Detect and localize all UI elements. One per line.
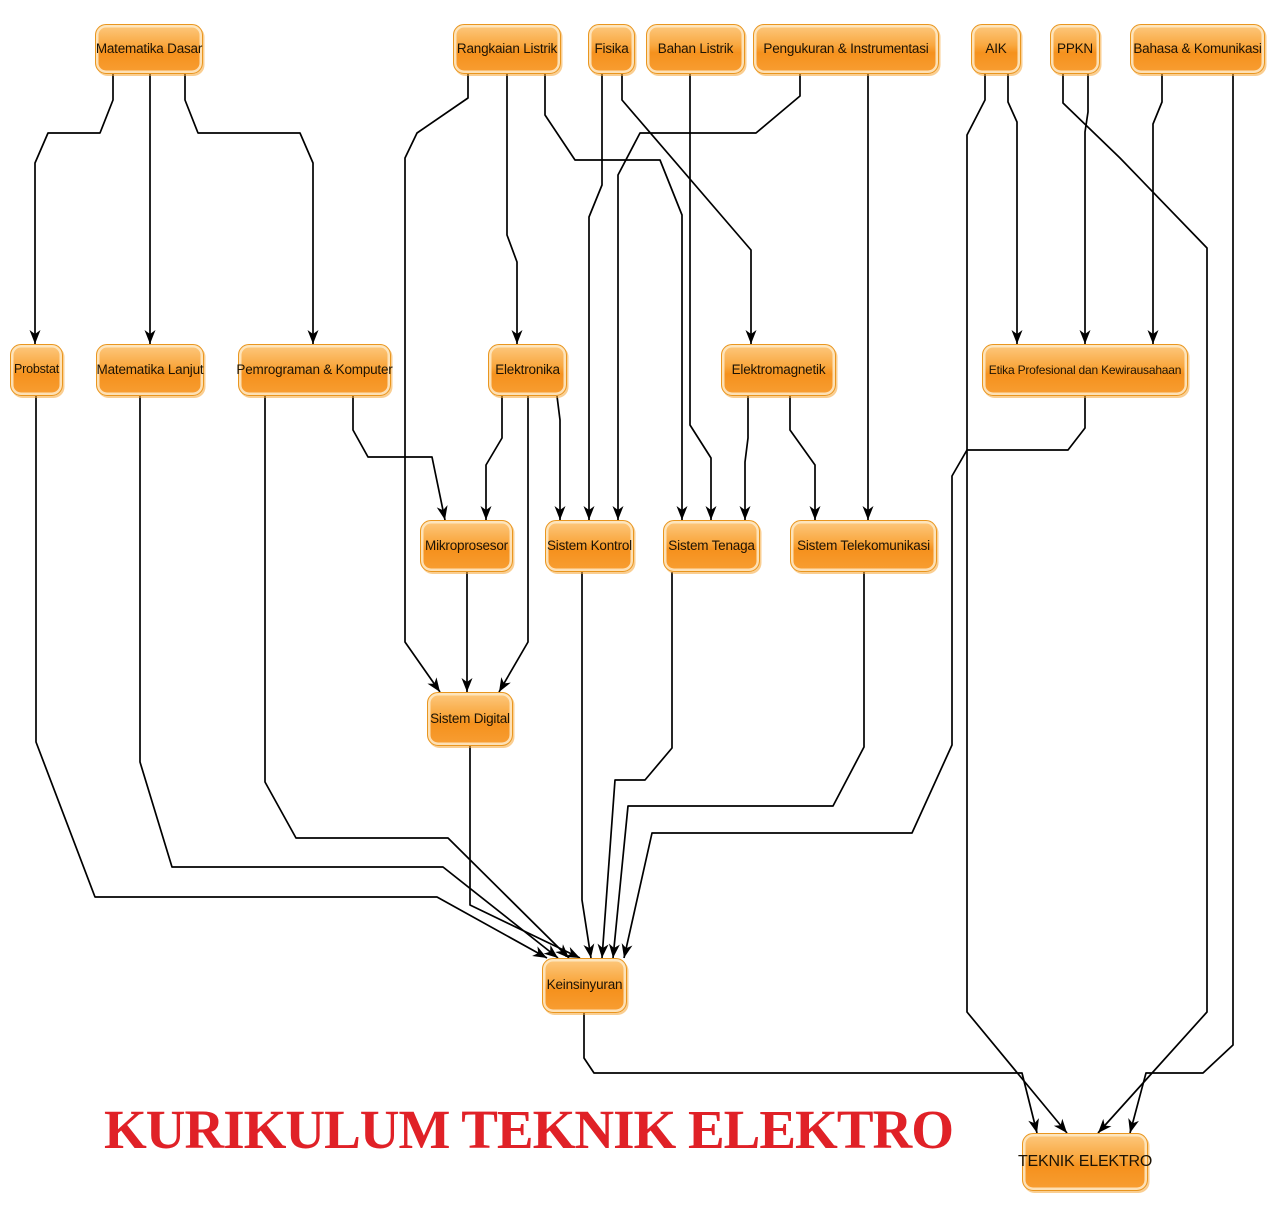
node-aik: AIK [971, 24, 1021, 74]
edge-sistem-telekomunikasi-to-keinsinyuran [608, 572, 865, 959]
edge-bahasa-komunikasi-to-etika-profesional [1147, 74, 1163, 344]
node-etika-profesional: Etika Profesional dan Kewirausahaan [982, 344, 1188, 396]
node-sistem-telekomunikasi: Sistem Telekomunikasi [790, 520, 937, 572]
node-sistem-kontrol: Sistem Kontrol [545, 520, 634, 572]
edge-pengukuran-instrumentasi-to-sistem-kontrol [612, 74, 801, 520]
node-bahasa-komunikasi: Bahasa & Komunikasi [1130, 24, 1265, 74]
edge-bahasa-komunikasi-to-teknik-elektro [1128, 74, 1234, 1134]
edge-ppkn-to-etika-profesional [1079, 74, 1091, 344]
edge-rangkaian-listrik-to-sistem-tenaga [544, 74, 688, 520]
edge-sistem-kontrol-to-keinsinyuran [581, 572, 595, 959]
diagram-title: KURIKULUM TEKNIK ELEKTRO [104, 1099, 954, 1160]
node-bahan-listrik: Bahan Listrik [646, 24, 745, 74]
edge-aik-to-teknik-elektro [966, 74, 1068, 1134]
edge-elektromagnetik-to-sistem-tenaga [739, 396, 751, 520]
edge-sistem-tenaga-to-keinsinyuran [597, 572, 673, 959]
node-fisika: Fisika [588, 24, 635, 74]
edge-etika-profesional-to-keinsinyuran [621, 396, 1086, 959]
edge-matematika-dasar-to-pemrograman-komputer [184, 74, 319, 344]
node-teknik-elektro: TEKNIK ELEKTRO [1018, 1133, 1152, 1191]
edge-fisika-to-sistem-kontrol [583, 74, 603, 520]
node-keinsinyuran: Keinsinyuran [542, 958, 627, 1013]
edge-elektromagnetik-to-sistem-telekomunikasi [789, 396, 821, 520]
edge-probstat-to-keinsinyuran [35, 396, 548, 959]
edge-matematika-lanjut-to-keinsinyuran [139, 396, 559, 959]
node-probstat: Probstat [10, 344, 63, 396]
node-elektronika: Elektronika [488, 344, 567, 396]
edge-rangkaian-listrik-to-sistem-digital [404, 74, 469, 693]
node-elektromagnetik: Elektromagnetik [721, 344, 836, 396]
edge-fisika-to-elektromagnetik [621, 74, 757, 344]
edge-elektronika-to-mikroprosesor [480, 396, 503, 520]
edge-sistem-digital-to-keinsinyuran [469, 746, 581, 959]
node-mikroprosesor: Mikroprosesor [420, 520, 513, 572]
edge-aik-to-etika-profesional [1007, 74, 1023, 344]
edge-pemrograman-komputer-to-keinsinyuran [264, 396, 570, 959]
edge-pemrograman-komputer-to-mikroprosesor [352, 396, 448, 521]
node-ppkn: PPKN [1050, 24, 1100, 74]
node-rangkaian-listrik: Rangkaian Listrik [453, 24, 561, 74]
node-pemrograman-komputer: Pemrograman & Komputer [236, 344, 393, 396]
edge-elektronika-to-sistem-kontrol [554, 395, 566, 520]
node-pengukuran-instrumentasi: Pengukuran & Instrumentasi [753, 24, 939, 74]
edge-ppkn-to-teknik-elektro [1062, 74, 1208, 1134]
node-sistem-digital: Sistem Digital [427, 692, 513, 746]
edge-elektronika-to-sistem-digital [498, 396, 529, 693]
node-matematika-lanjut: Matematika Lanjut [96, 344, 204, 396]
edge-rangkaian-listrik-to-elektronika [506, 74, 523, 344]
node-matematika-dasar: Matematika Dasar [95, 24, 203, 74]
node-sistem-tenaga: Sistem Tenaga [663, 520, 760, 572]
edge-keinsinyuran-to-teknik-elektro [583, 1013, 1039, 1134]
edge-matematika-dasar-to-probstat [29, 74, 114, 344]
edge-bahan-listrik-to-sistem-tenaga [689, 74, 717, 520]
